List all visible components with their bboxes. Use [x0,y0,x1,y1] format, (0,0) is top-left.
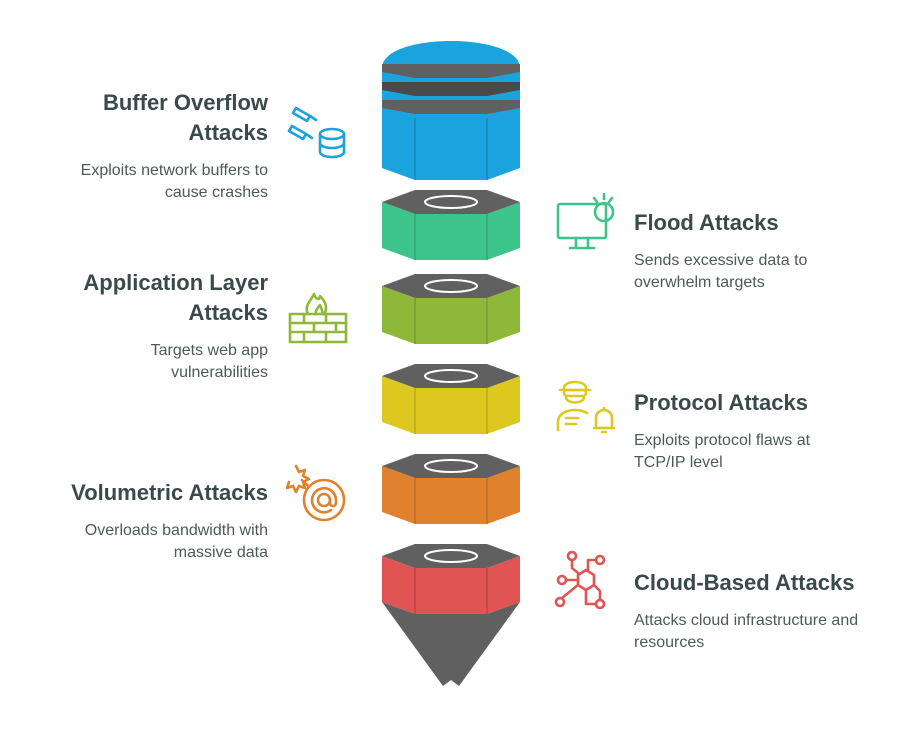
nut-body-3 [382,376,520,434]
nut-body-5 [382,556,520,614]
cylinder-band-1 [382,82,520,96]
bomb-email-icon [286,464,346,522]
network-nodes-icon [554,550,606,610]
item-description: Overloads bandwidth with massive data [84,522,268,561]
hacker-bell-icon [556,380,616,434]
item-title: Buffer Overflow Attacks [102,90,268,145]
label-volumetric: Volumetric Attacks Overloads bandwidth w… [8,478,268,564]
nut-top-1 [382,190,520,214]
label-buffer-overflow: Buffer Overflow Attacks Exploits network… [8,88,268,204]
nut-hole-5 [424,549,478,563]
item-description: Exploits protocol flaws at TCP/IP level [634,432,811,471]
label-application-layer: Application Layer Attacks Targets web ap… [8,268,268,384]
missile-database-icon [287,106,346,159]
nut-hole-3 [424,369,478,383]
label-protocol: Protocol Attacks Exploits protocol flaws… [634,388,894,474]
nut-hole-2 [424,279,478,293]
firewall-fire-icon [288,292,348,344]
nut-hole-1 [424,195,478,209]
cylinder-band-0 [382,64,520,78]
cylinder-dome [382,41,520,68]
monitor-alert-icon [556,192,615,250]
item-title: Flood Attacks [634,210,779,235]
nut-body-2 [382,286,520,344]
nut-body-1 [382,202,520,260]
item-description: Attacks cloud infrastructure and resourc… [634,612,859,651]
nut-body-4 [382,466,520,524]
label-cloud-based: Cloud-Based Attacks Attacks cloud infras… [634,568,904,654]
item-title: Cloud-Based Attacks [634,570,855,595]
nut-top-4 [382,454,520,478]
nut-top-5 [382,544,520,568]
label-flood: Flood Attacks Sends excessive data to ov… [634,208,894,294]
item-description: Targets web app vulnerabilities [150,342,268,381]
nut-hole-4 [424,459,478,473]
item-title: Volumetric Attacks [71,480,268,505]
drill-tip [382,602,520,686]
nut-top-3 [382,364,520,388]
item-description: Exploits network buffers to cause crashe… [80,162,268,201]
item-title: Protocol Attacks [634,390,809,415]
item-description: Sends excessive data to overwhelm target… [634,252,808,291]
cylinder-band-2 [382,100,520,114]
item-title: Application Layer Attacks [83,270,268,325]
nut-top-2 [382,274,520,298]
